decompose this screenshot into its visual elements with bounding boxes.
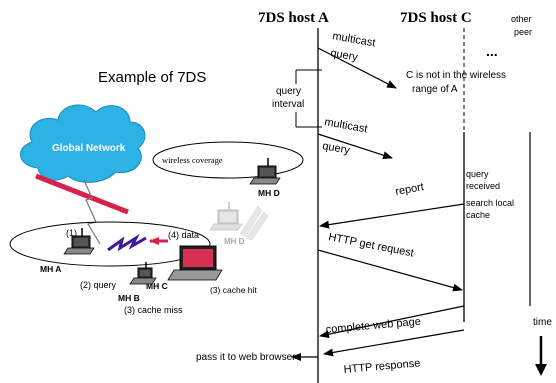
step2-label: (2) query [80, 280, 117, 290]
wireless-link-a-c-icon [107, 233, 147, 252]
coverage-area-d [152, 141, 304, 179]
coverage-area-a [9, 221, 211, 267]
query-received-line2: received [466, 181, 500, 191]
firewall-bar [35, 173, 129, 215]
mh-d-label: MH D [258, 188, 280, 198]
http-response-label: HTTP response [343, 357, 421, 376]
step1-label: (1) [66, 228, 77, 238]
report-arrow [319, 203, 465, 229]
not-in-range-line2: range of A [412, 84, 458, 95]
complete-page-arrow [319, 305, 465, 339]
wireless-coverage-label: wireless coverage [162, 155, 223, 165]
other-peer-line2: peer [514, 27, 532, 37]
cloud-label: Global Network [52, 143, 126, 154]
laptop-mh-d-ghost-icon [209, 202, 269, 241]
step3-hit-label: (3) cache hit [210, 285, 257, 295]
query-interval-line1: query [276, 86, 301, 97]
pass-to-browser-label: pass it to web browser [196, 352, 296, 363]
search-local-line2: cache [466, 210, 490, 220]
complete-page-label: complete web page [325, 316, 421, 336]
wireless-link-lightning [83, 179, 101, 245]
laptop-mh-b-icon [129, 262, 157, 285]
laptop-mh-d-icon [249, 158, 281, 185]
multicast2-line2: query [321, 140, 351, 157]
time-arrow-head [535, 364, 547, 376]
search-local-line1: search local [466, 198, 514, 208]
mh-d-ghost-label: MH D [224, 237, 245, 246]
ellipsis: ... [486, 43, 498, 59]
laptop-mh-a-icon [63, 228, 95, 255]
http-get-label: HTTP get request [327, 231, 414, 259]
query-interval-line2: interval [272, 99, 304, 110]
step3-miss-label: (3) cache miss [124, 305, 183, 315]
multicast1-line1: multicast [331, 30, 376, 49]
other-peer-line1: other [511, 14, 532, 24]
host-c-heading: 7DS host C [400, 10, 472, 26]
multicast2-arrow [317, 133, 393, 160]
mh-b-label: MH B [118, 293, 140, 303]
host-a-heading: 7DS host A [258, 10, 329, 26]
multicast1-arrow [317, 47, 397, 89]
http-get-arrow [317, 249, 463, 292]
mh-c-label: MH C [146, 281, 168, 291]
not-in-range-line1: C is not in the wireless [406, 70, 506, 81]
laptop-mh-c-icon [167, 245, 223, 281]
report-label: report [394, 181, 424, 198]
multicast1-line2: query [329, 47, 359, 64]
query-received-line1: query [466, 169, 489, 179]
step4-label: (4) data [168, 230, 199, 240]
multicast2-line1: multicast [323, 116, 368, 135]
http-response-arrow [323, 329, 465, 357]
time-label: time [533, 317, 552, 328]
global-network-cloud [20, 104, 146, 183]
mh-a-label: MH A [40, 264, 61, 274]
diagram-title: Example of 7DS [98, 69, 206, 86]
